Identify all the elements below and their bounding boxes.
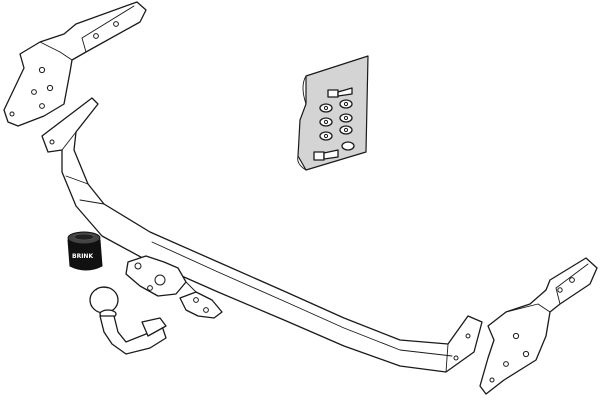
crossbar [41, 97, 483, 373]
tow-ball [89, 286, 167, 355]
connector-brand-label: BRINK [72, 253, 93, 260]
right-bracket [479, 257, 598, 395]
bolt-head-icon [327, 89, 339, 98]
left-bracket [3, 1, 147, 127]
hardware-bag [297, 55, 369, 171]
neck-mount [125, 255, 223, 319]
electrical-socket: BRINK [67, 231, 103, 271]
